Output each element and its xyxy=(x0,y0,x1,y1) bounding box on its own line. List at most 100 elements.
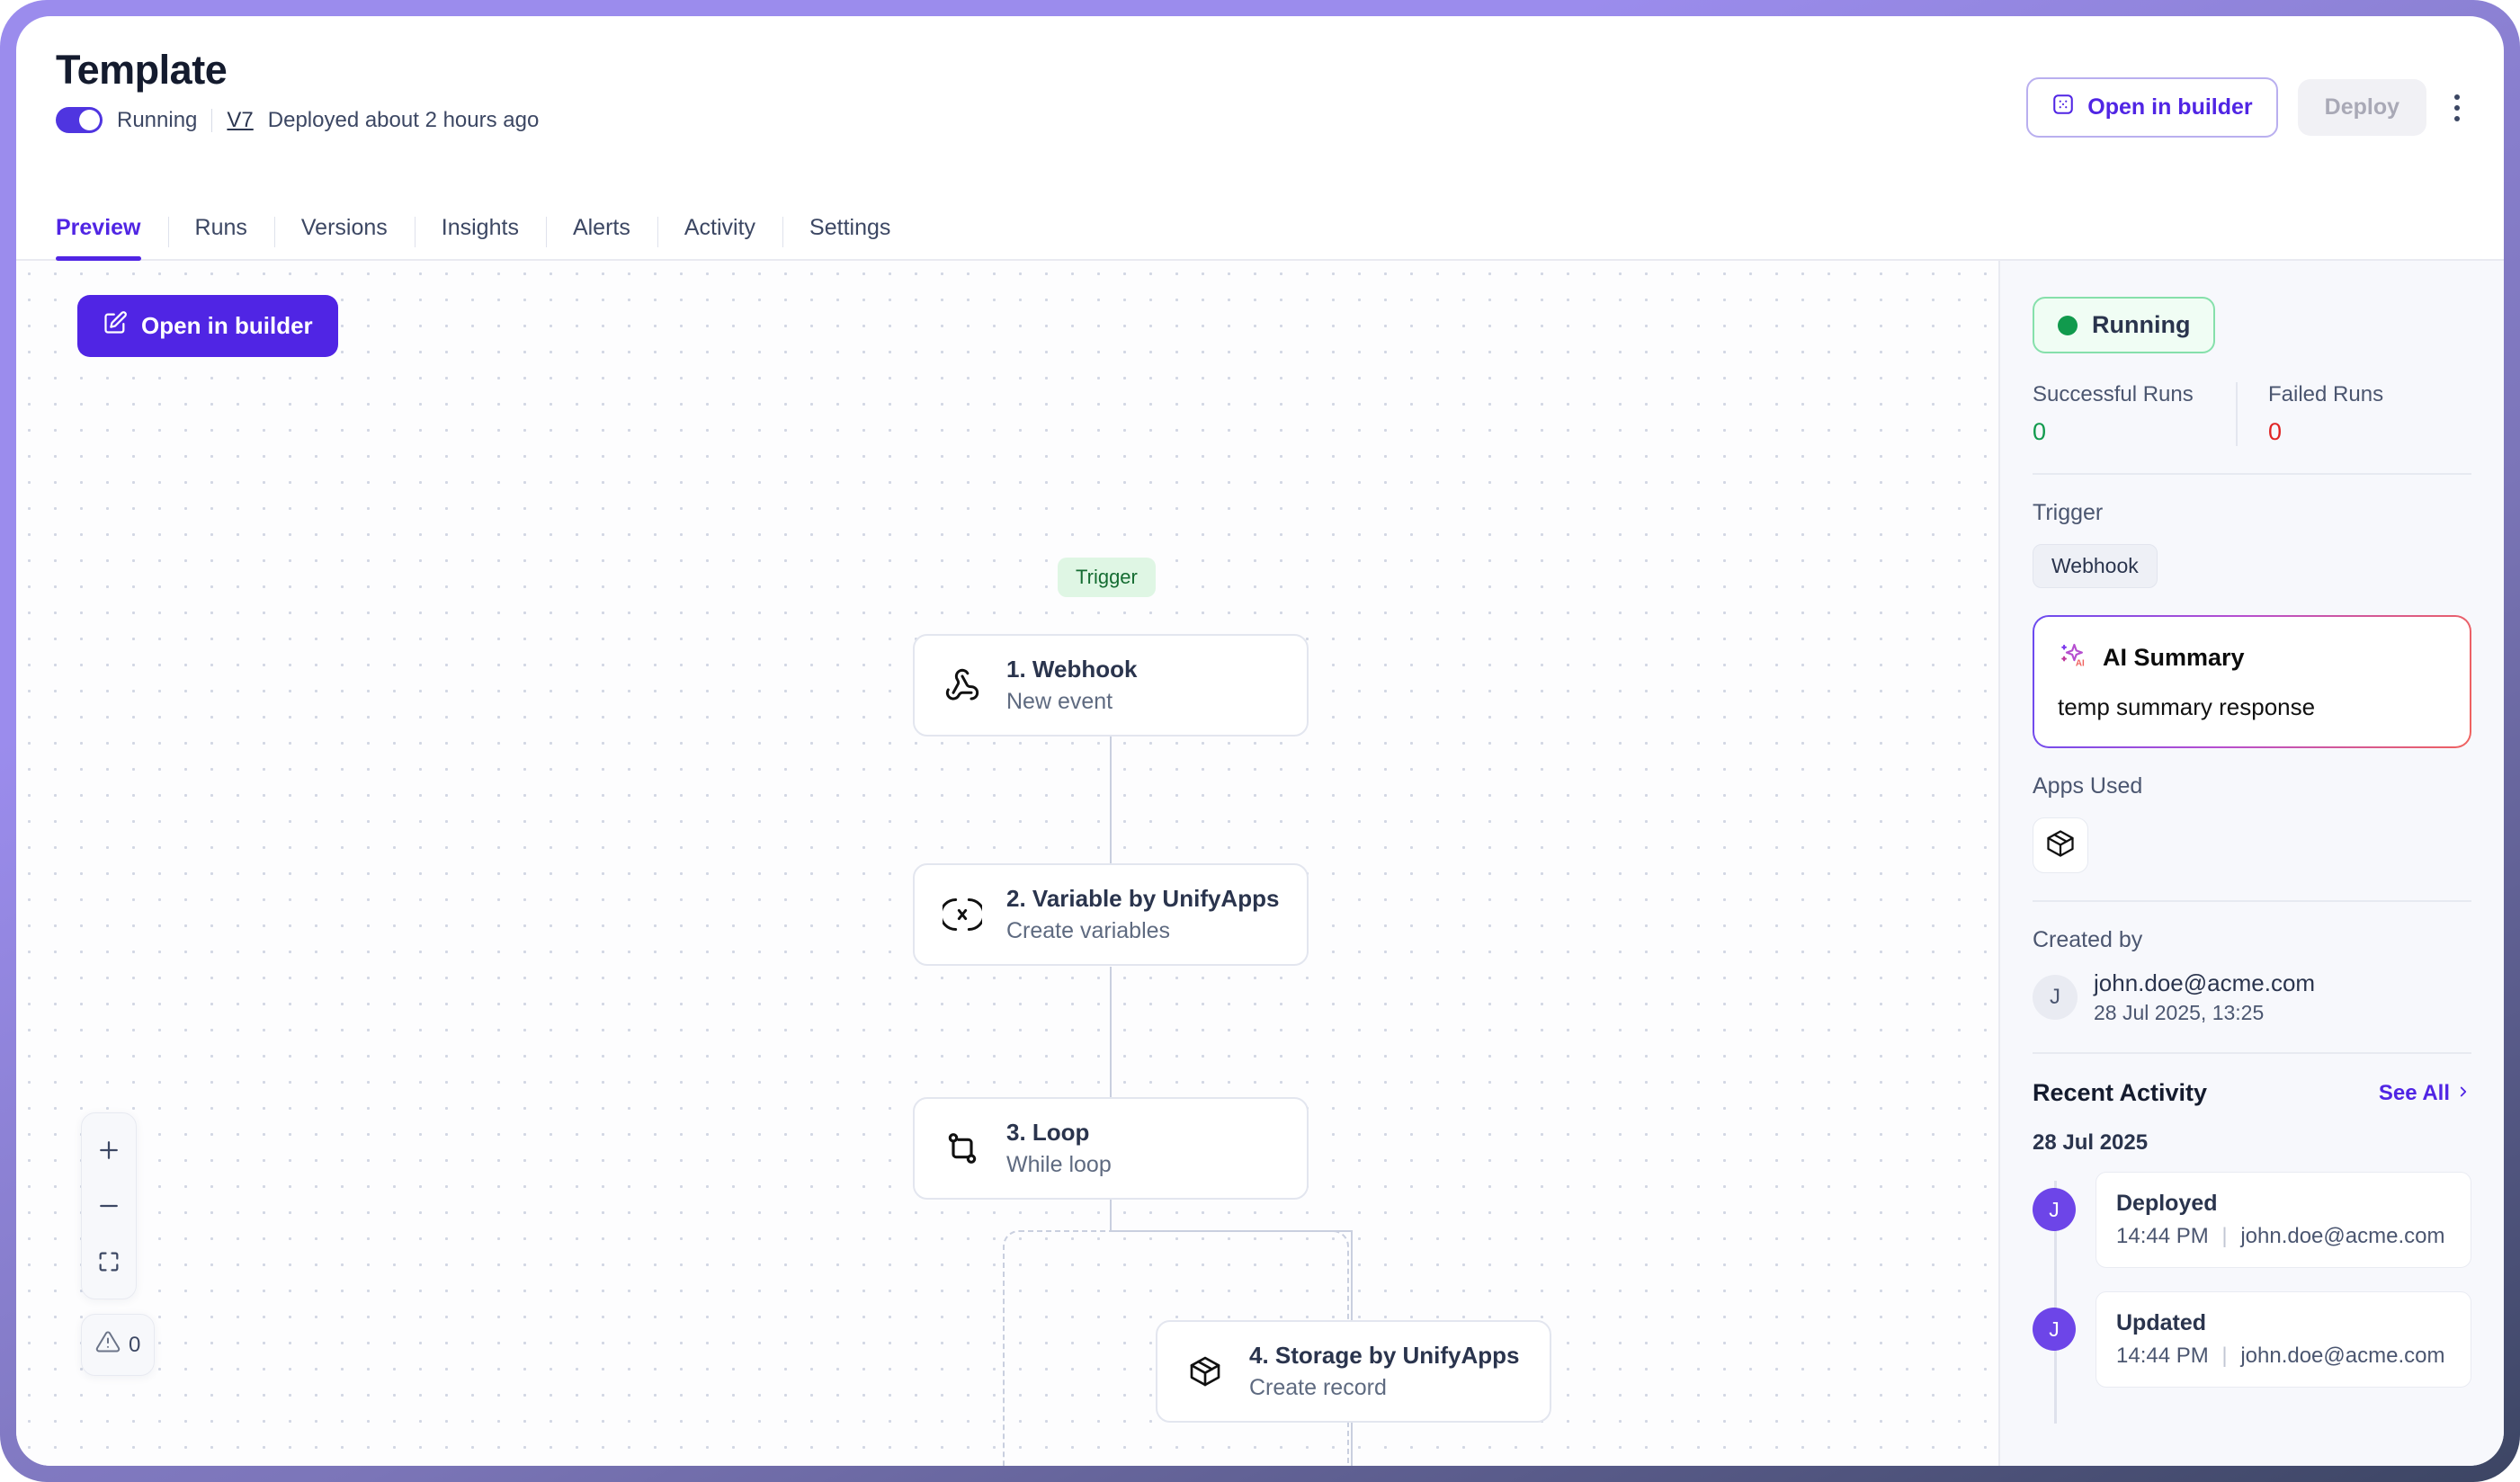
divider xyxy=(2033,1052,2471,1054)
stat-successful-runs: Successful Runs 0 xyxy=(2033,382,2236,446)
node-title: 1. Webhook xyxy=(1006,656,1138,683)
recent-activity-header: Recent Activity See All xyxy=(2033,1079,2471,1107)
tab-versions[interactable]: Versions xyxy=(273,215,415,261)
flow-node-variable-create[interactable]: 2. Variable by UnifyApps Create variable… xyxy=(913,863,1309,966)
ai-summary-card: AI AI Summary temp summary response xyxy=(2033,615,2471,748)
creator-info: J john.doe@acme.com 28 Jul 2025, 13:25 xyxy=(2033,969,2471,1025)
divider: | xyxy=(2221,1344,2228,1368)
tab-settings[interactable]: Settings xyxy=(782,215,917,261)
node-title: 2. Variable by UnifyApps xyxy=(1006,885,1280,912)
tab-bar: Preview Runs Versions Insights Alerts Ac… xyxy=(16,192,2504,261)
app-window: Template Running V7 Deployed about 2 hou… xyxy=(16,16,2504,1466)
zoom-controls xyxy=(81,1112,137,1299)
divider xyxy=(2033,900,2471,902)
ai-summary-body: temp summary response xyxy=(2058,693,2316,720)
avatar: J xyxy=(2033,975,2078,1020)
divider xyxy=(2033,473,2471,475)
status-badge: Running xyxy=(2033,297,2216,353)
stat-value: 0 xyxy=(2268,418,2283,445)
creator-email: john.doe@acme.com xyxy=(2094,969,2316,996)
deploy-button[interactable]: Deploy xyxy=(2297,79,2426,136)
list-item[interactable]: J Deployed 14:44 PM | john.doe@acme.com xyxy=(2033,1172,2471,1268)
tab-activity[interactable]: Activity xyxy=(657,215,782,261)
node-subtitle: While loop xyxy=(1006,1152,1112,1177)
tab-preview[interactable]: Preview xyxy=(56,215,168,261)
flow-node-webhook[interactable]: 1. Webhook New event xyxy=(913,634,1309,737)
status-badge-label: Running xyxy=(2092,311,2191,338)
edit-pencil-icon xyxy=(103,310,128,342)
see-all-label: See All xyxy=(2378,1080,2450,1105)
header-subrow: Running V7 Deployed about 2 hours ago xyxy=(56,107,2464,134)
stat-label: Successful Runs xyxy=(2033,382,2194,406)
version-link[interactable]: V7 xyxy=(227,107,254,132)
node-subtitle: New event xyxy=(1006,689,1113,714)
connector-1-2 xyxy=(1110,733,1112,864)
connector-3-loop xyxy=(1110,1198,1112,1232)
running-toggle[interactable] xyxy=(56,107,103,134)
warning-triangle-icon xyxy=(95,1329,121,1361)
page-body: Open in builder Trigger xyxy=(16,261,2504,1466)
status-text: Running xyxy=(117,107,198,132)
chevron-right-icon xyxy=(2455,1081,2471,1106)
deploy-time-text: Deployed about 2 hours ago xyxy=(267,107,540,132)
page-title: Template xyxy=(56,47,228,93)
open-in-builder-label: Open in builder xyxy=(2087,94,2253,120)
fit-screen-icon[interactable] xyxy=(81,1234,137,1290)
box-package-icon xyxy=(2044,827,2077,864)
details-sidebar: Running Successful Runs 0 Failed Runs 0 … xyxy=(1998,261,2504,1466)
warning-count: 0 xyxy=(129,1332,141,1357)
activity-date-group: 28 Jul 2025 xyxy=(2033,1130,2149,1155)
avatar: J xyxy=(2033,1188,2076,1231)
apps-used-label: Apps Used xyxy=(2033,773,2143,799)
activity-time: 14:44 PM xyxy=(2116,1344,2209,1368)
box-package-icon xyxy=(1184,1351,1226,1392)
tab-insights[interactable]: Insights xyxy=(414,215,546,261)
canvas-open-in-builder-button[interactable]: Open in builder xyxy=(77,295,338,357)
avatar: J xyxy=(2033,1308,2076,1351)
flow-node-storage[interactable]: 4. Storage by UnifyApps Create record xyxy=(1156,1320,1551,1423)
flow-graph: Trigger 1. Webhook New event xyxy=(16,261,1998,1466)
stat-value: 0 xyxy=(2033,418,2047,445)
tab-runs[interactable]: Runs xyxy=(167,215,274,261)
recent-activity-title: Recent Activity xyxy=(2033,1079,2208,1106)
builder-square-icon xyxy=(2051,93,2075,122)
connector-2-3 xyxy=(1110,967,1112,1098)
status-dot-icon xyxy=(2058,315,2078,335)
see-all-link[interactable]: See All xyxy=(2379,1081,2471,1106)
svg-text:AI: AI xyxy=(2076,658,2085,668)
stat-label: Failed Runs xyxy=(2268,382,2384,406)
open-in-builder-button[interactable]: Open in builder xyxy=(2026,77,2278,138)
zoom-in-button[interactable] xyxy=(81,1122,137,1178)
page-header: Template Running V7 Deployed about 2 hou… xyxy=(16,16,2504,192)
app-tile-storage[interactable] xyxy=(2033,817,2088,873)
warning-count-badge[interactable]: 0 xyxy=(81,1314,156,1376)
connector-4-5 xyxy=(1351,1421,1353,1466)
node-subtitle: Create variables xyxy=(1006,918,1171,943)
variable-x-icon xyxy=(942,894,983,935)
activity-timeline: J Deployed 14:44 PM | john.doe@acme.com … xyxy=(2033,1172,2471,1424)
webhook-icon xyxy=(942,665,983,706)
divider: | xyxy=(2221,1224,2228,1248)
divider xyxy=(211,108,213,132)
workflow-canvas[interactable]: Open in builder Trigger xyxy=(16,261,1998,1466)
node-title: 3. Loop xyxy=(1006,1119,1090,1146)
activity-user: john.doe@acme.com xyxy=(2240,1224,2445,1248)
canvas-open-builder-label: Open in builder xyxy=(141,312,313,339)
zoom-out-button[interactable] xyxy=(81,1178,137,1234)
connector-into-4 xyxy=(1351,1230,1353,1322)
creator-date: 28 Jul 2025, 13:25 xyxy=(2094,1001,2265,1024)
loop-branch-icon xyxy=(942,1128,983,1169)
node-subtitle: Create record xyxy=(1249,1375,1387,1400)
tab-alerts[interactable]: Alerts xyxy=(545,215,657,261)
ai-sparkle-icon: AI xyxy=(2058,640,2088,675)
trigger-badge: Trigger xyxy=(1058,558,1156,597)
ai-summary-title: AI Summary xyxy=(2103,644,2245,671)
activity-action: Deployed xyxy=(2116,1191,2218,1216)
activity-user: john.doe@acme.com xyxy=(2240,1344,2445,1368)
flow-node-loop[interactable]: 3. Loop While loop xyxy=(913,1097,1309,1200)
trigger-section-label: Trigger xyxy=(2033,500,2104,525)
run-stats: Successful Runs 0 Failed Runs 0 xyxy=(2033,382,2471,446)
kebab-menu-icon[interactable] xyxy=(2446,89,2468,127)
list-item[interactable]: J Updated 14:44 PM | john.doe@acme.com xyxy=(2033,1291,2471,1388)
